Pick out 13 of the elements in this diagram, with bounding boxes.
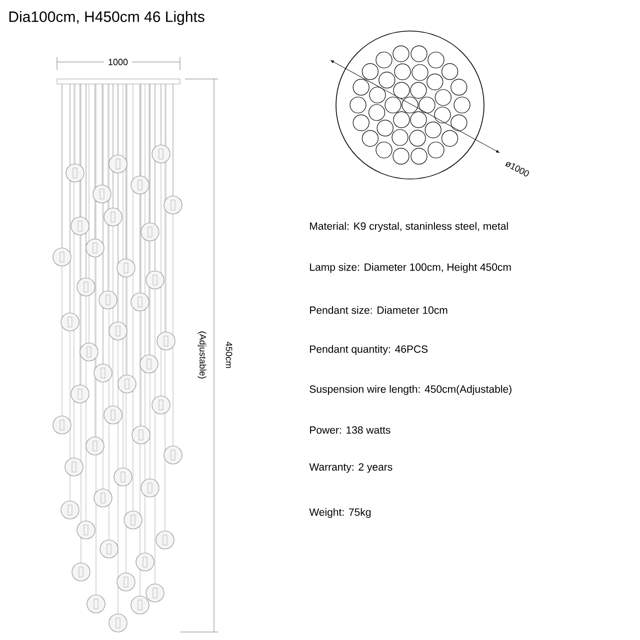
spec-line: Suspension wire length: 450cm(Adjustable) <box>310 385 512 395</box>
dimension-label: 450cm <box>226 342 232 368</box>
dimension-label: ø1000 <box>504 162 529 176</box>
spec-line: Weight: 75kg <box>309 508 371 518</box>
spec-line: Warranty: 2 years <box>309 463 392 473</box>
dimension-label: (Adjustable) <box>198 332 206 378</box>
spec-line: Pendant quantity: 46PCS <box>310 345 428 355</box>
spec-line: Lamp size: Diameter 100cm, Height 450cm <box>310 263 511 273</box>
title: Dia100cm, H450cm 46 Lights <box>9 11 204 25</box>
dimension-label: 1000 <box>108 58 128 66</box>
spec-line: Pendant size: Diameter 10cm <box>310 306 448 314</box>
spec-line: Material: K9 crystal, staninless steel, metal <box>310 222 508 232</box>
spec-line: Power: 138 watts <box>310 426 390 434</box>
